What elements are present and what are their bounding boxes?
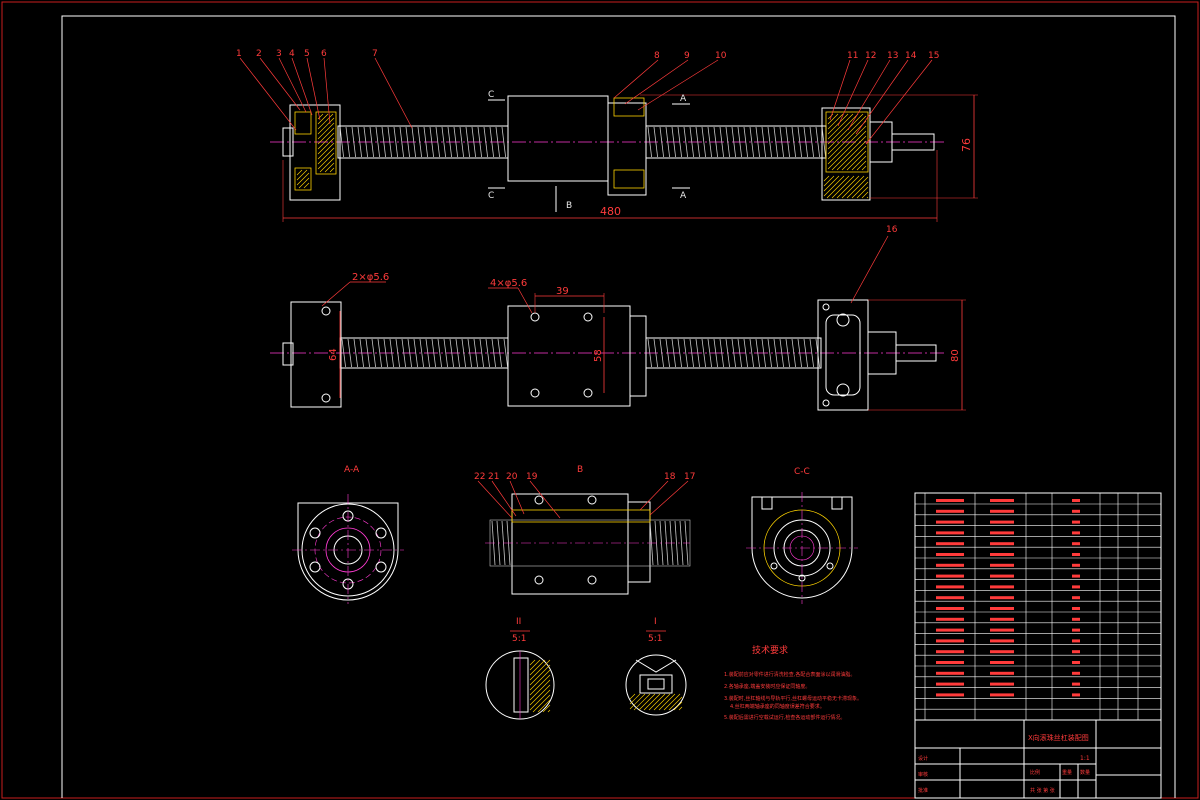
balloon-1: 1: [236, 49, 242, 59]
section-title-a-a: A-A: [344, 465, 360, 475]
label-design: 设计: [918, 755, 928, 762]
label-weight: 重量: [1062, 769, 1072, 776]
balloon-16: 16: [886, 225, 898, 235]
balloon-13: 13: [887, 51, 898, 61]
left-support: [289, 104, 341, 201]
section-c-c: [746, 492, 858, 604]
section-title-b: B: [577, 465, 583, 475]
scale-value: 1:1: [1080, 755, 1090, 762]
dimension-39: 39: [556, 286, 569, 297]
detail-ii: [485, 630, 555, 720]
section-mark-c-bottom: C: [488, 191, 494, 201]
balloon-6: 6: [321, 49, 327, 59]
balloon-10: 10: [715, 51, 727, 61]
balloon-20: 20: [506, 472, 518, 482]
top-view: [270, 235, 966, 411]
section-mark-c-top: C: [488, 90, 494, 100]
section-title-c-c: C-C: [794, 467, 810, 477]
notes-line-5: 5.装配后需进行空载试运行,检查各运动部件运行情况。: [724, 714, 845, 721]
notes-line-4: 4.丝杠两端轴承座的同轴度误差符合要求。: [730, 703, 825, 710]
dimension-480: 480: [600, 205, 621, 218]
dimension-64: 64: [328, 348, 339, 361]
hole-callout-left: 2×φ5.6: [352, 272, 389, 283]
balloon-3: 3: [276, 49, 282, 59]
section-labels: A-A B C-C 22 21 20 19 18 17: [344, 465, 810, 482]
balloon-11: 11: [847, 51, 858, 61]
section-a-a: [292, 494, 404, 604]
detail-labels: II 5:1 I 5:1: [512, 617, 662, 644]
section-b: [485, 493, 691, 595]
title-block: [914, 719, 1162, 799]
balloon-17: 17: [684, 472, 695, 482]
notes-line-3: 3.装配时,丝杠轴线与导轨平行,丝杠螺母运动平稳无卡滞现象。: [724, 695, 862, 702]
section-mark-a-top: A: [680, 94, 687, 104]
balloon-2: 2: [256, 49, 262, 59]
detail-i: [625, 630, 687, 716]
label-approve: 批准: [918, 787, 928, 794]
top-left-support: [290, 301, 342, 408]
detail-i-scale: 5:1: [648, 634, 662, 644]
drawing-title: X向滚珠丝杠装配图: [1028, 733, 1089, 742]
dimension-58: 58: [593, 349, 604, 362]
parts-list: [914, 492, 1162, 721]
balloon-12: 12: [865, 51, 876, 61]
label-qty: 数量: [1080, 769, 1090, 776]
balloon-9: 9: [684, 51, 690, 61]
hole-callout-nut: 4×φ5.6: [490, 278, 527, 289]
front-view: [270, 94, 978, 222]
title-block-labels: X向滚珠丝杠装配图 比例 重量 数量 1:1 设计 审核 批准 共 张 第 张: [918, 733, 1090, 794]
balloon-14: 14: [905, 51, 917, 61]
balloon-18: 18: [664, 472, 676, 482]
balloon-15: 15: [928, 51, 939, 61]
balloon-4: 4: [289, 49, 295, 59]
label-scale: 比例: [1030, 769, 1040, 776]
balloon-5: 5: [304, 49, 310, 59]
dimension-76: 76: [960, 138, 973, 152]
detail-i-label: I: [654, 617, 657, 627]
detail-ii-label: II: [516, 617, 521, 627]
notes-line-1: 1.装配前应对零件进行清洗检查,各配合表面涂以润滑油脂。: [724, 671, 855, 678]
balloon-22: 22: [474, 472, 485, 482]
top-view-labels: 2×φ5.6 4×φ5.6 39 64 58 80 16: [328, 225, 961, 362]
dimension-80: 80: [950, 349, 961, 362]
section-mark-b: B: [566, 201, 572, 211]
balloon-21: 21: [488, 472, 499, 482]
notes-line-2: 2.各轴承座,端盖安装时应保证同轴度。: [724, 683, 810, 690]
detail-ii-scale: 5:1: [512, 634, 526, 644]
section-mark-a-bottom: A: [680, 191, 687, 201]
label-check: 审核: [918, 771, 928, 778]
sheet-inner-frame: [61, 15, 1176, 798]
label-sheet: 共 张 第 张: [1030, 787, 1055, 794]
front-balloon-labels: 1 2 3 4 5 6 7 8 9 10 11 12 13 14 15 C C …: [236, 49, 973, 218]
notes-title: 技术要求: [752, 644, 788, 656]
balloon-7: 7: [372, 49, 378, 59]
balloon-19: 19: [526, 472, 538, 482]
technical-notes: 技术要求 1.装配前应对零件进行清洗检查,各配合表面涂以润滑油脂。 2.各轴承座…: [724, 644, 862, 721]
balloon-8: 8: [654, 51, 660, 61]
